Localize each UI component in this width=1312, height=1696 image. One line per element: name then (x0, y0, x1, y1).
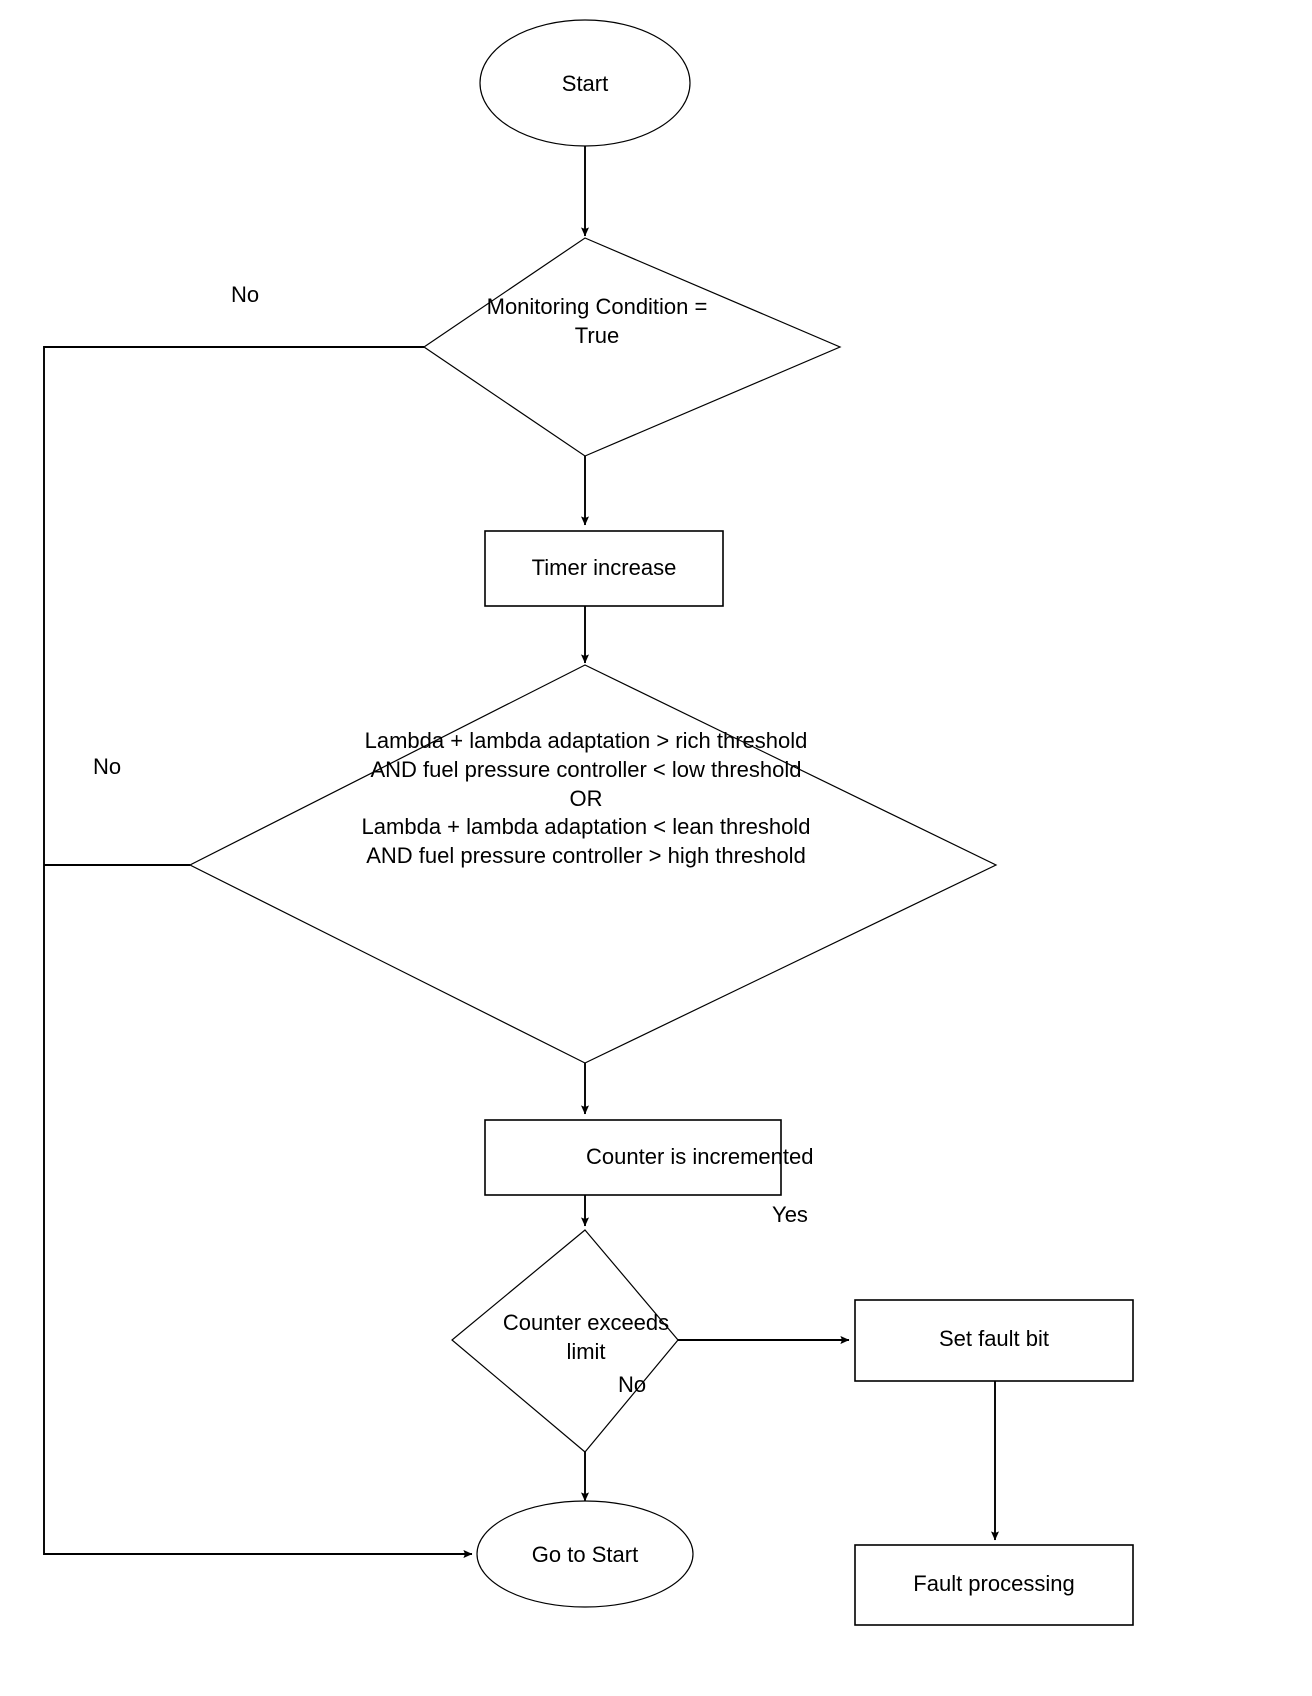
counter-exceeds-limit-diamond (451, 1229, 679, 1453)
lambda-condition-label-line5: AND fuel pressure controller > high thre… (366, 843, 806, 868)
lambda-condition-label-line3: OR (570, 786, 603, 811)
counter-incremented-box (484, 1119, 782, 1196)
counter-exceeds-limit-label-line2: limit (566, 1339, 605, 1364)
node-monitoring-condition[interactable]: Monitoring Condition = True (422, 237, 842, 457)
edge-label-lambda-no: No (93, 754, 121, 779)
monitoring-condition-diamond (422, 237, 842, 457)
edge-label-counter-yes: Yes (772, 1202, 808, 1227)
lambda-condition-diamond (188, 664, 998, 1064)
edge-monitoring-no-to-gotostart (43, 346, 473, 1558)
counter-incremented-label: Counter is incremented (586, 1144, 813, 1169)
node-counter-incremented[interactable]: Counter is incremented (484, 1119, 813, 1196)
timer-increase-label: Timer increase (532, 555, 677, 580)
edge-label-monitoring-no: No (231, 282, 259, 307)
start-label: Start (562, 71, 608, 96)
node-lambda-condition[interactable]: Lambda + lambda adaptation > rich thresh… (188, 664, 998, 1064)
fault-processing-box (854, 1544, 1134, 1626)
node-go-to-start[interactable]: Go to Start (476, 1500, 694, 1608)
go-to-start-label: Go to Start (532, 1542, 638, 1567)
edge-label-counter-no: No (618, 1372, 646, 1397)
node-fault-processing[interactable]: Fault processing (854, 1544, 1134, 1626)
node-start[interactable]: Start (479, 19, 691, 147)
lambda-condition-label-line2: AND fuel pressure controller < low thres… (370, 757, 801, 782)
monitoring-condition-label-line1: Monitoring Condition = (487, 294, 708, 319)
fault-processing-label: Fault processing (913, 1571, 1074, 1596)
lambda-condition-label-line1: Lambda + lambda adaptation > rich thresh… (365, 728, 808, 753)
node-counter-exceeds-limit[interactable]: Counter exceeds limit (451, 1229, 679, 1453)
set-fault-bit-label: Set fault bit (939, 1326, 1049, 1351)
lambda-condition-label-line4: Lambda + lambda adaptation < lean thresh… (362, 814, 811, 839)
monitoring-condition-label-line2: True (575, 323, 619, 348)
counter-exceeds-limit-label-line1: Counter exceeds (503, 1310, 669, 1335)
go-to-start-ellipse (476, 1500, 694, 1608)
timer-increase-box (484, 530, 724, 607)
node-set-fault-bit[interactable]: Set fault bit (854, 1299, 1134, 1382)
start-ellipse (479, 19, 691, 147)
set-fault-bit-box (854, 1299, 1134, 1382)
node-timer-increase[interactable]: Timer increase (484, 530, 724, 607)
